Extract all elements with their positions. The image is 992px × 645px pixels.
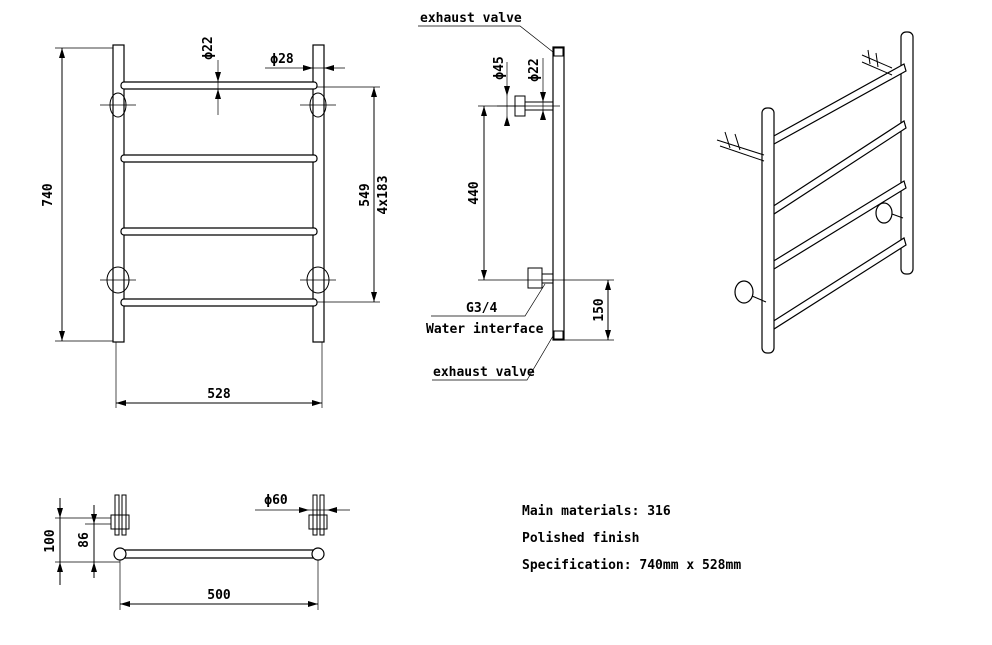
- water-interface-fitting: [527, 267, 543, 289]
- towel-bar-2: [120, 154, 318, 163]
- exhaust-valve-top-label: exhaust valve: [420, 11, 522, 26]
- bottom-offset-dim: 150: [592, 298, 607, 322]
- iso-fitting-front: [734, 280, 754, 304]
- rail-diameter-dim: ϕ28: [270, 52, 294, 67]
- spec-material: Main materials: 316: [522, 504, 671, 519]
- inlet-height-dim: 440: [467, 181, 482, 205]
- tube-diameter-dim: ϕ22: [201, 36, 216, 59]
- top-view-right-rail: [311, 547, 325, 561]
- water-interface-label: Water interface: [426, 322, 544, 337]
- iso-fitting-back: [875, 202, 893, 224]
- bar-span-dim: 549: [358, 183, 373, 206]
- centers-dim: 500: [207, 588, 231, 603]
- exhaust-valve-bottom-label: exhaust valve: [433, 365, 535, 380]
- top-view: 100 86 ϕ60 500: [43, 493, 350, 610]
- thread-leader: [431, 283, 546, 317]
- towel-bar-3: [120, 227, 318, 236]
- fitting-diameter-dim: ϕ45: [492, 56, 507, 79]
- thread-label: G3/4: [466, 301, 497, 316]
- pipe-diameter-dim: ϕ22: [527, 58, 542, 81]
- towel-bar-1: [120, 81, 318, 90]
- left-rail: [112, 44, 125, 343]
- top-view-bar: [119, 549, 319, 559]
- side-view: ϕ45 ϕ22 440 150 exhaust valve G3/4 Water…: [418, 11, 614, 381]
- towel-bar-4: [120, 298, 318, 307]
- isometric-view: [716, 31, 914, 354]
- front-view: 740 528 549 4x183 ϕ22 ϕ28: [41, 36, 391, 408]
- side-rail: [552, 46, 565, 341]
- flange-diameter-dim: ϕ60: [264, 493, 288, 508]
- wall-offset-dim: 86: [77, 532, 92, 548]
- height-dim: 740: [41, 183, 56, 207]
- width-dim: 528: [207, 387, 231, 402]
- exhaust-valve-bottom-leader: [432, 335, 554, 381]
- bar-pitch-dim: 4x183: [376, 175, 391, 214]
- depth-dim: 100: [43, 529, 58, 553]
- spec-size: Specification: 740mm x 528mm: [522, 558, 742, 573]
- top-view-left-rail: [113, 547, 127, 561]
- iso-back-rail: [900, 31, 914, 275]
- exhaust-valve-top-leader: [418, 25, 554, 53]
- iso-front-rail: [761, 107, 775, 354]
- right-rail: [312, 44, 325, 343]
- iso-bar-1: [771, 63, 907, 145]
- spec-finish: Polished finish: [522, 531, 640, 546]
